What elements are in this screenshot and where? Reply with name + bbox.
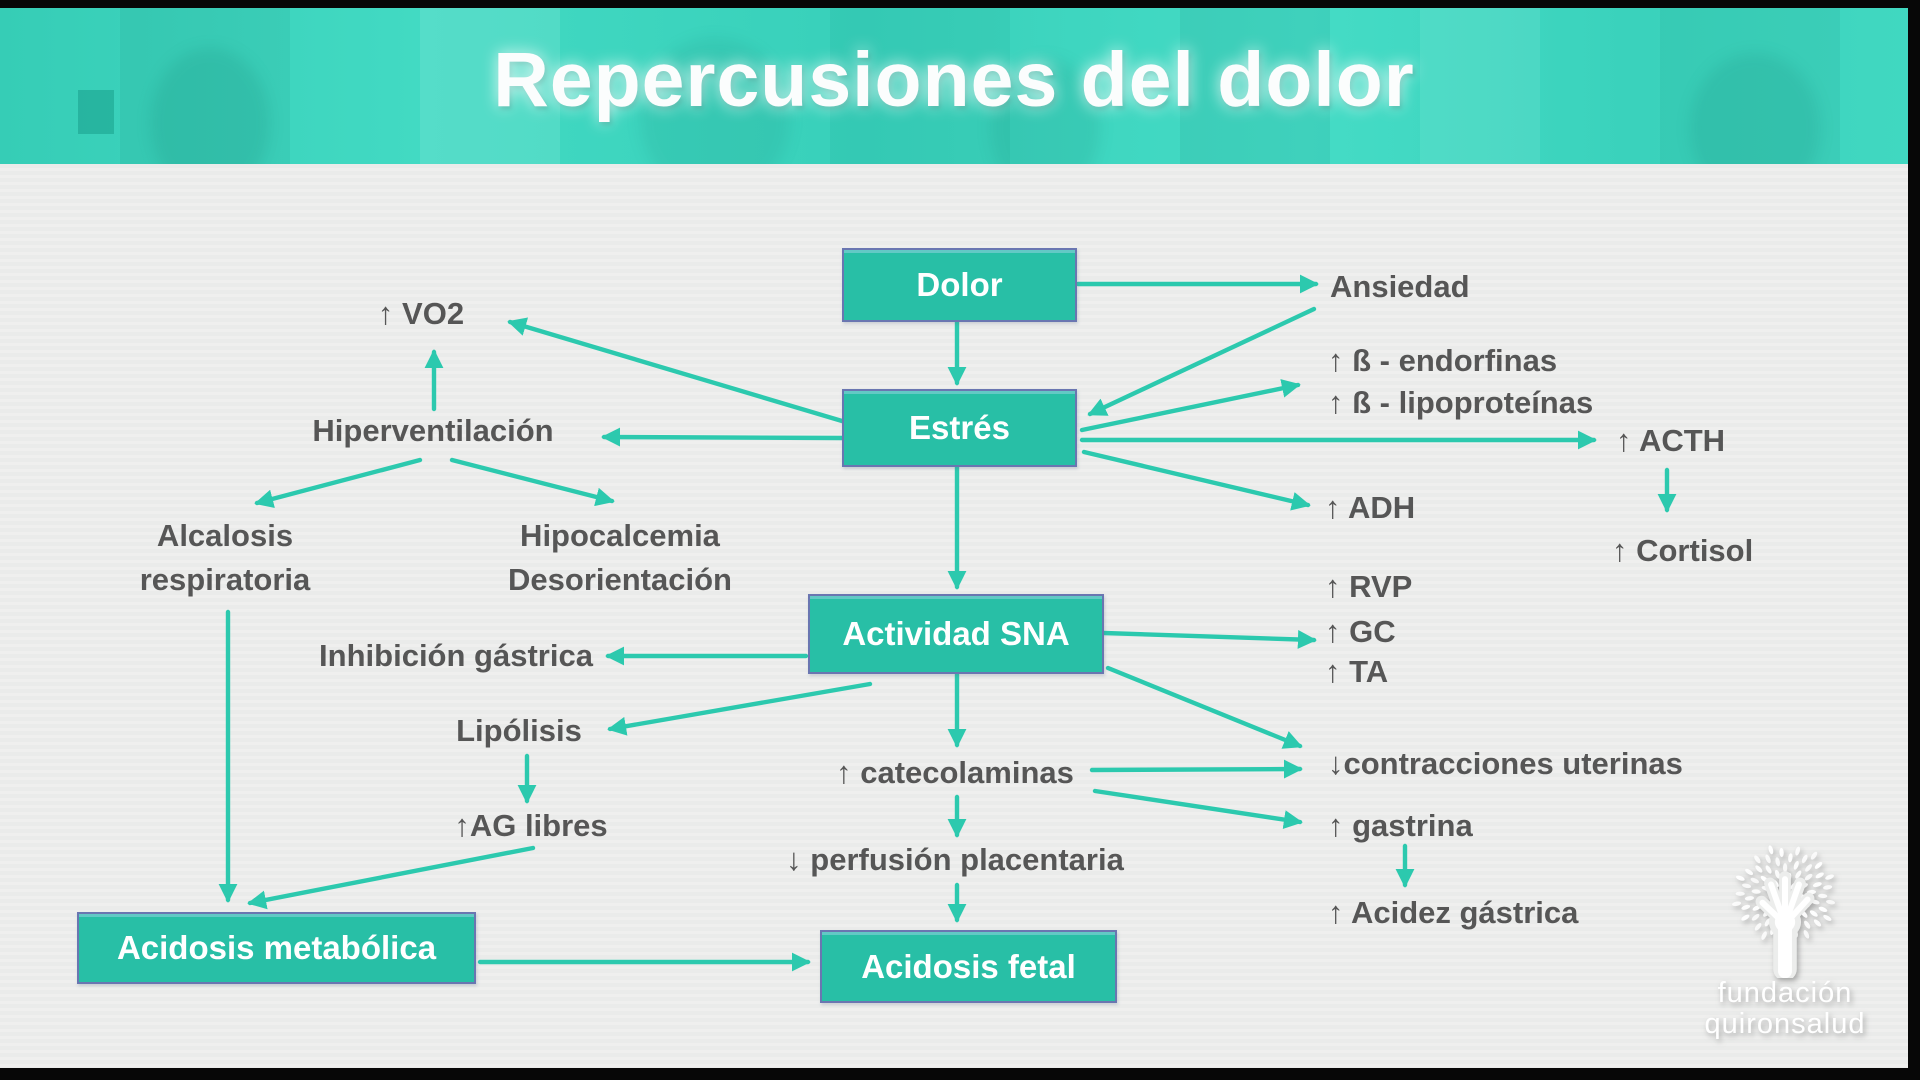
node-gastrina: ↑ gastrina [1328, 808, 1473, 843]
arrow-sna-lipolisis [607, 681, 873, 736]
header-banner: Repercusiones del dolor [0, 8, 1920, 164]
header-photo-band [420, 8, 560, 164]
fundacion-quironsalud-logo: fundación quironsalud [1662, 836, 1908, 1040]
node-acidez-gastrica: ↑ Acidez gástrica [1328, 895, 1579, 930]
arrow-hiperventilacion-alcalosis [254, 457, 423, 509]
tree-hand-icon [1732, 845, 1836, 978]
header-photo-figure [150, 48, 270, 164]
arrow-estres-endorfinas [1079, 379, 1301, 433]
node-box-acidosis-fetal: Acidosis fetal [820, 930, 1117, 1003]
node-rvp: ↑ RVP [1325, 569, 1413, 604]
arrow-aglibres-metabolica [247, 845, 536, 910]
arrow-catecolaminas-gastrina [1092, 788, 1303, 829]
node-hiperventilacion: Hiperventilación [312, 413, 554, 448]
arrow-estres-hiperventilacion [601, 427, 845, 447]
node-cortisol: ↑ Cortisol [1612, 533, 1754, 568]
node-lipolisis: Lipólisis [456, 713, 582, 748]
node-box-dolor: Dolor [842, 248, 1077, 322]
node-ag-libres: ↑AG libres [454, 808, 608, 843]
node-box-estres: Estrés [842, 389, 1077, 467]
node-adh: ↑ ADH [1325, 490, 1416, 525]
node-ansiedad: Ansiedad [1330, 269, 1470, 304]
node-box-acidosis-metabolica: Acidosis metabólica [77, 912, 476, 984]
logo-text-line1: fundación [1717, 977, 1853, 1009]
arrow-sna-contracciones [1105, 665, 1303, 749]
node-vo2: ↑ VO2 [377, 296, 465, 331]
node-inhibicion-gastrica: Inhibición gástrica [319, 638, 593, 673]
node-hipocalcemia-desorientacion: Hipocalcemia Desorientación [508, 518, 732, 597]
arrow-sna-gc [1101, 630, 1317, 649]
page-title: Repercusiones del dolor [493, 37, 1415, 123]
letterbox-bottom [0, 1068, 1920, 1080]
header-photo-band [1180, 8, 1330, 164]
node-lipoproteinas: ↑ ß - lipoproteínas [1328, 385, 1594, 420]
header-photo-figure [990, 58, 1100, 164]
arrow-hiperventilacion-hipocalcemia [449, 457, 615, 507]
node-ta: ↑ TA [1325, 654, 1389, 689]
letterbox-right [1908, 0, 1920, 1080]
header-photo-band [120, 8, 290, 164]
node-gc: ↑ GC [1325, 614, 1396, 649]
header-photo-band [1420, 8, 1540, 164]
node-endorfinas: ↑ ß - endorfinas [1328, 343, 1558, 378]
header-photo-band [830, 8, 1010, 164]
node-box-actividad-sna: Actividad SNA [808, 594, 1104, 674]
logo-text-line2: quironsalud [1704, 1008, 1866, 1040]
node-perfusion-placentaria: ↓ perfusión placentaria [786, 842, 1124, 877]
arrow-catecolaminas-contracciones [1089, 759, 1303, 779]
arrow-estres-vo2 [507, 317, 845, 424]
arrow-estres-adh [1081, 449, 1311, 511]
arrow-ansiedad-estres [1087, 306, 1317, 417]
header-photo-figure [640, 38, 790, 164]
node-alcalosis-respiratoria: Alcalosis respiratoria [139, 518, 311, 597]
header-photo-band [1660, 8, 1840, 164]
header-photo-figure [1690, 53, 1820, 164]
header-photo-square [78, 90, 114, 134]
node-contracciones-uterinas: ↓contracciones uterinas [1328, 746, 1683, 781]
node-catecolaminas: ↑ catecolaminas [836, 755, 1074, 790]
letterbox-top [0, 0, 1920, 8]
node-acth: ↑ ACTH [1616, 423, 1726, 458]
